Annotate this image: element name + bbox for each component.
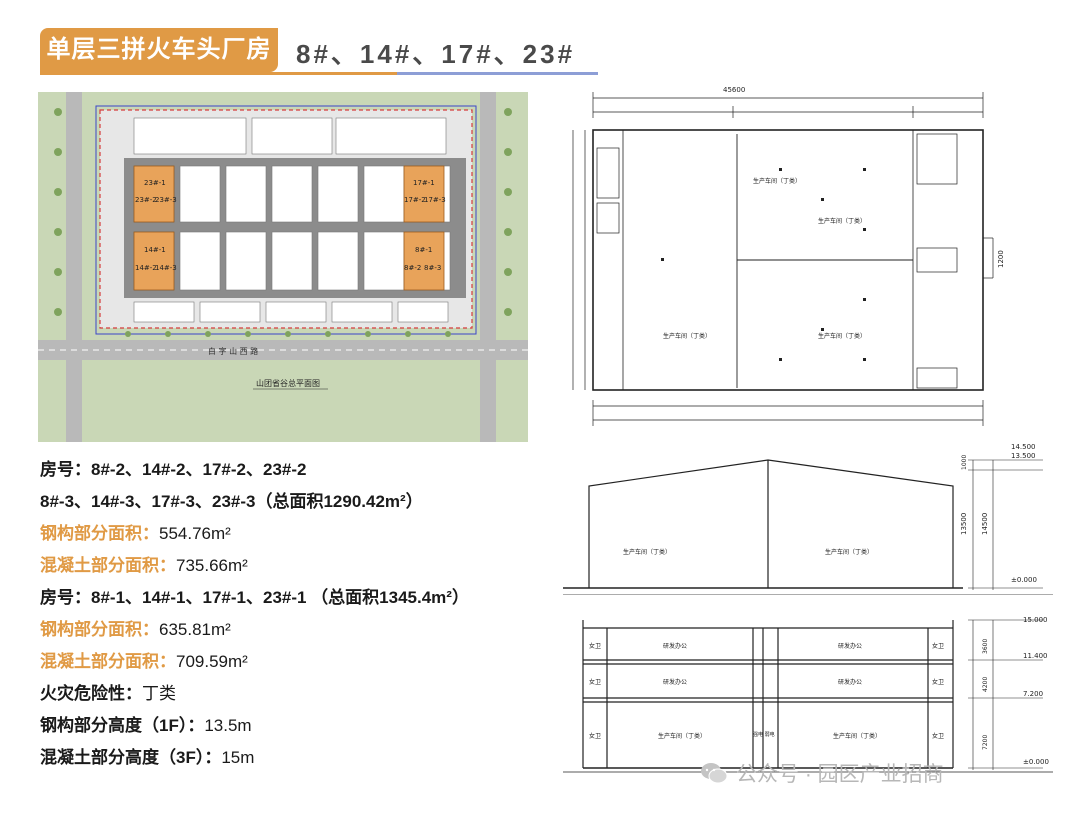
- concrete-area-row-2: 混凝土部分面积：709.59m²: [40, 652, 248, 671]
- section-toilet-label: 女卫: [589, 732, 601, 740]
- level-0: ±0.000: [1023, 758, 1049, 766]
- dim-1000: 1000: [961, 455, 968, 470]
- unit-label: 14#-3: [155, 264, 177, 272]
- level-ground: ±0.000: [1011, 576, 1037, 584]
- elevation-room-label: 生产车间（丁类）: [825, 548, 873, 556]
- group1-rooms-row: 房号：8#-2、14#-2、17#-2、23#-2: [40, 460, 307, 479]
- unit-label: 14#-1: [144, 246, 166, 254]
- unit-label: 23#-1: [144, 179, 166, 187]
- site-plan-image: 23#-1 23#-2 23#-3 17#-1 17#-2 17#-3 14#-…: [38, 92, 528, 442]
- dim-3600: 3600: [982, 639, 989, 654]
- section-toilet-label: 女卫: [589, 642, 601, 650]
- section-office-label: 研发办公: [838, 642, 862, 650]
- steel-area-row-2: 钢构部分面积：635.81m²: [40, 620, 231, 639]
- site-plan-caption: 山团省谷总平面图: [256, 378, 320, 388]
- unit-label: 17#-2: [404, 196, 426, 204]
- watermark-text: 公众号 · 园区产业招商: [736, 763, 944, 786]
- title-underline: [40, 72, 598, 75]
- watermark: 公众号 · 园区产业招商: [700, 758, 944, 788]
- unit-label: 17#-3: [424, 196, 446, 204]
- steel-height-row: 钢构部分高度（1F）：13.5m: [40, 716, 252, 735]
- section-office-label: 研发办公: [663, 642, 687, 650]
- level-7: 7.200: [1023, 690, 1043, 698]
- section-office-label: 研发办公: [838, 678, 862, 686]
- steel-area-row-1: 钢构部分面积：554.76m²: [40, 524, 231, 543]
- page-title: 单层三拼火车头厂房: [40, 28, 278, 72]
- group2-rooms-row: 房号：8#-1、14#-1、17#-1、23#-1 （总面积1345.4m²）: [40, 588, 469, 607]
- group1-rooms-row-2: 8#-3、14#-3、17#-3、23#-3（总面积1290.42m²）: [40, 492, 423, 511]
- section-drawing: 研发办公 研发办公 研发办公 研发办公 生产车间（丁类） 生产车间（丁类） 女卫…: [563, 616, 1053, 773]
- dim-13500: 13500: [960, 513, 968, 535]
- dim-7200: 7200: [982, 735, 989, 750]
- level-11: 11.400: [1023, 652, 1048, 660]
- wechat-icon: [701, 763, 728, 784]
- concrete-area-row-1: 混凝土部分面积：735.66m²: [40, 556, 248, 575]
- unit-label: 8#-3: [424, 264, 441, 272]
- elevation-drawing: 生产车间（丁类） 生产车间（丁类） 14.500 13.500 ±0.000 1…: [563, 443, 1053, 595]
- elevation-room-label: 生产车间（丁类）: [623, 548, 671, 556]
- unit-label: 8#-2: [404, 264, 421, 272]
- building-numbers: 8#、14#、17#、23#: [296, 39, 576, 69]
- section-elec-label: 强电 弱电: [753, 731, 775, 738]
- level-top: 14.500: [1011, 443, 1036, 451]
- road-name: 白 字 山 西 路: [208, 346, 258, 356]
- plan-room-label: 生产车间（丁类）: [753, 177, 801, 185]
- unit-label: 8#-1: [415, 246, 432, 254]
- plan-dim-side: 1200: [997, 250, 1005, 268]
- section-office-label: 研发办公: [663, 678, 687, 686]
- plan-room-label: 生产车间（丁类）: [663, 332, 711, 340]
- plan-room-label: 生产车间（丁类）: [818, 217, 866, 225]
- section-toilet-label: 女卫: [932, 732, 944, 740]
- dim-4200: 4200: [982, 677, 989, 692]
- section-workshop-label: 生产车间（丁类）: [833, 732, 881, 740]
- concrete-height-row: 混凝土部分高度（3F）：15m: [40, 748, 255, 767]
- level-15: 15.000: [1023, 616, 1048, 624]
- unit-label: 14#-2: [135, 264, 157, 272]
- floor-plan-drawing: 45600 生产车间（丁类） 生产车间（丁类） 生产车间（丁类） 生产车间（丁类…: [572, 86, 1005, 426]
- unit-info: 房号：8#-2、14#-2、17#-2、23#-2 8#-3、14#-3、17#…: [40, 456, 560, 776]
- plan-room-label: 生产车间（丁类）: [818, 332, 866, 340]
- section-workshop-label: 生产车间（丁类）: [658, 732, 706, 740]
- section-toilet-label: 女卫: [932, 678, 944, 686]
- unit-label: 23#-2: [135, 196, 157, 204]
- section-toilet-label: 女卫: [932, 642, 944, 650]
- dim-14500: 14500: [981, 513, 989, 535]
- section-toilet-label: 女卫: [589, 678, 601, 686]
- fire-hazard-row: 火灾危险性：丁类: [40, 684, 176, 703]
- plan-dim-top: 45600: [723, 86, 745, 94]
- unit-label: 23#-3: [155, 196, 177, 204]
- level-eave: 13.500: [1011, 452, 1036, 460]
- unit-label: 17#-1: [413, 179, 435, 187]
